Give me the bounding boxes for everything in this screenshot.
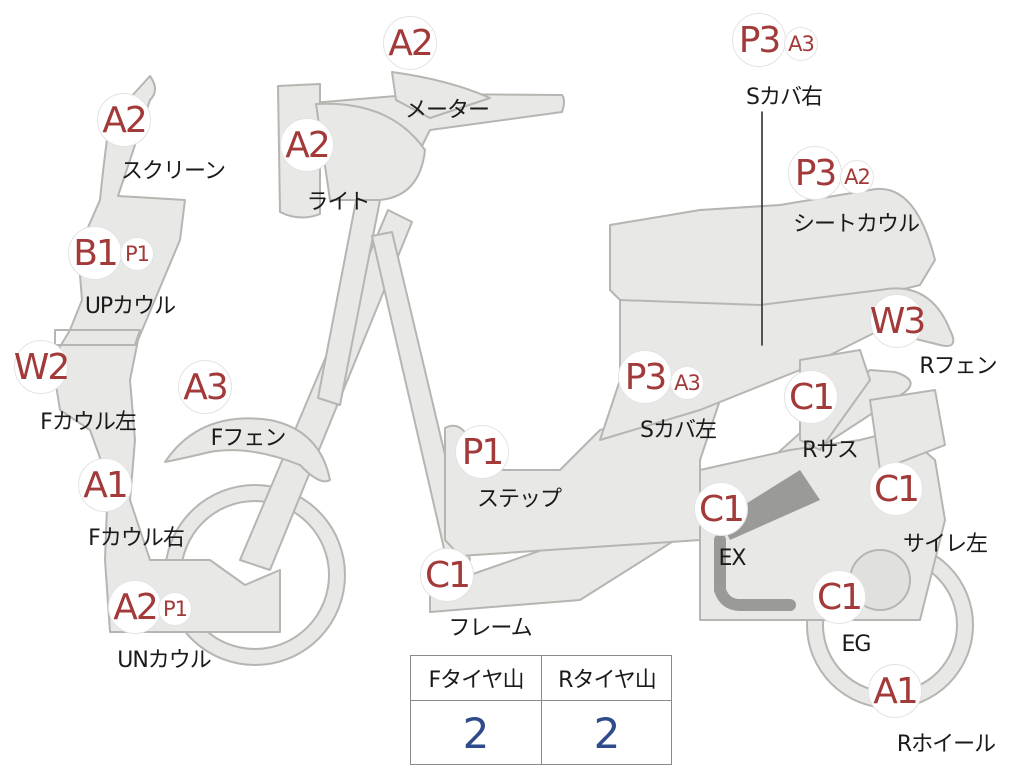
part-label: Rホイール (896, 732, 996, 757)
exhaust-pipe (714, 534, 796, 611)
grade-badge: A2 (108, 580, 162, 634)
grade-badge: W3 (870, 294, 926, 348)
rear-tire-value: 2 (593, 708, 621, 758)
part-label: Sカバ左 (640, 418, 717, 443)
part-label: UNカウル (117, 648, 212, 673)
grade-badge: C1 (869, 462, 923, 516)
part-label: Rフェン (919, 354, 997, 379)
part-label: サイレ左 (902, 532, 988, 557)
part-label: フレーム (448, 616, 532, 641)
part-label: Fフェン (210, 426, 287, 451)
grade-badge: P1 (455, 425, 509, 479)
grade-badge: A1 (78, 458, 132, 512)
grade-badge: C1 (784, 370, 838, 424)
part-label: Fカウル右 (88, 526, 185, 551)
grade-badge-secondary: A3 (670, 366, 704, 400)
muffler (869, 389, 946, 471)
part-label: ライト (306, 190, 370, 215)
table-divider (541, 656, 542, 764)
grade-badge: C1 (812, 570, 866, 624)
grade-badge: A2 (280, 118, 334, 172)
front-fender (164, 417, 331, 483)
grade-badge: A1 (868, 664, 922, 718)
front-tire-header: Fタイヤ山 (428, 668, 525, 693)
grade-badge: B1 (68, 226, 122, 280)
part-label: スクリーン (121, 159, 226, 184)
part-label: シートカウル (792, 212, 920, 237)
part-label: Rサス (802, 438, 859, 463)
grade-badge: W2 (14, 340, 70, 394)
grade-badge-secondary: P1 (120, 237, 154, 271)
part-label: Sカバ右 (746, 85, 823, 110)
part-label: Fカウル左 (40, 410, 137, 435)
part-label: ステップ (476, 487, 562, 512)
meter-body (391, 71, 491, 119)
part-label: メーター (404, 98, 490, 123)
part-label: UPカウル (84, 294, 176, 319)
part-label: EX (718, 546, 747, 571)
grade-badge: A3 (178, 360, 232, 414)
grade-badge-secondary: A2 (840, 160, 874, 194)
front-tire-value: 2 (462, 708, 490, 758)
grade-badge: A2 (383, 16, 437, 70)
grade-badge: A2 (97, 93, 151, 147)
grade-badge: P3 (618, 350, 672, 404)
grade-badge: P3 (732, 13, 786, 67)
grade-badge: C1 (694, 482, 748, 536)
grade-badge: C1 (420, 548, 474, 602)
grade-badge-secondary: P1 (158, 592, 192, 626)
grade-badge-secondary: A3 (784, 27, 818, 61)
grade-badge: P3 (788, 146, 842, 200)
part-label: EG (841, 632, 872, 657)
rear-tire-header: Rタイヤ山 (558, 668, 657, 693)
tire-tread-table: Fタイヤ山 Rタイヤ山 2 2 (410, 655, 672, 765)
